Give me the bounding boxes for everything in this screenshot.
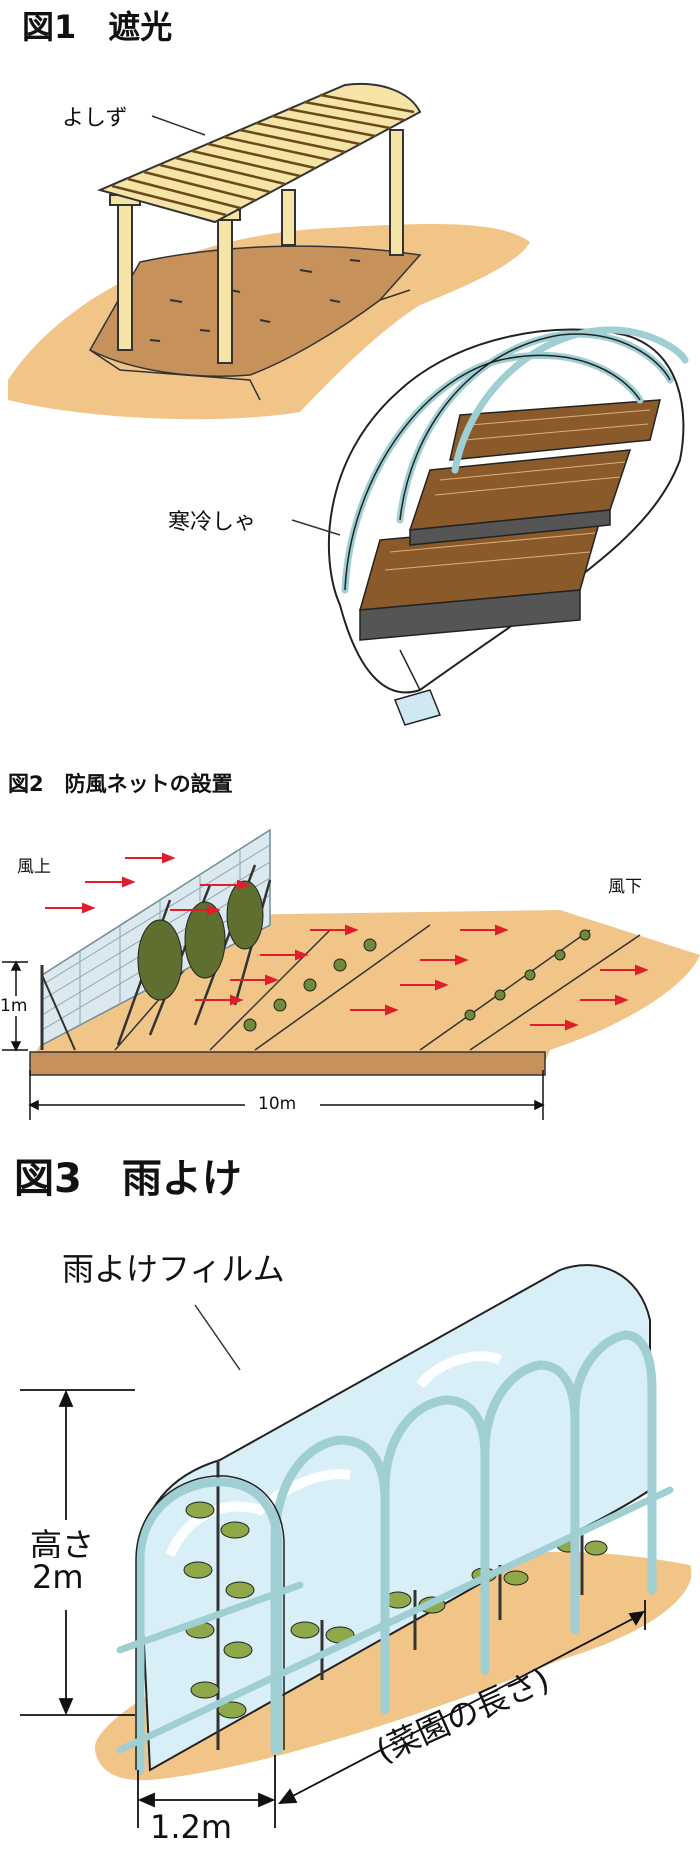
leader-yoshizu [151,115,206,136]
wind-arrow [230,974,279,986]
label-windward: 風上 [17,857,51,877]
label-net-height: 1m [0,996,28,1016]
wind-arrow [420,954,469,966]
post [389,129,404,256]
figure-1-title: 図1 遮光 [22,8,173,46]
wind-arrow [195,994,244,1006]
support-bar [116,1486,674,1754]
figure-2-illustration [2,828,700,1120]
wind-arrow [530,1019,579,1031]
label-leeward: 風下 [608,877,642,897]
post [117,199,133,351]
wind-arrow [350,1004,399,1016]
dim-line-length [284,1614,641,1801]
ground-section [29,1051,546,1076]
wind-arrow [460,924,509,936]
wind-arrow [170,904,221,916]
wind-arrow [85,876,136,888]
wind-arrow [600,964,649,976]
field-soil [94,1551,692,1781]
leader-kanreisha [291,519,341,536]
wind-arrow [200,879,251,891]
wind-arrow [310,924,359,936]
figure-3-illustration [20,1264,692,1828]
figure-2-title: 図2 防風ネットの設置 [8,772,233,796]
post [217,214,233,364]
wind-arrow [125,852,176,864]
wind-arrow [580,994,629,1006]
figure-3-title: 図3 雨よけ [14,1156,242,1202]
wind-arrow [260,949,309,961]
label-field-width: 10m [258,1094,297,1114]
support-bar [116,1581,304,1654]
hoop [451,326,689,474]
label-yoshizu: よしず [62,106,128,131]
label-rain-cover-film: 雨よけフィルム [62,1250,285,1288]
figure-1-illustration [8,82,689,726]
wind-arrow [45,902,96,914]
leader-film [194,1304,241,1371]
hoop [570,1330,657,1625]
seedling-trays [358,399,661,641]
label-kanreisha: 寒冷しゃ [168,510,257,535]
wind-arrow [400,979,449,991]
label-height-value: 2m [32,1558,84,1596]
label-width-value: 1.2m [150,1808,233,1846]
post [281,189,296,246]
cover-tie [393,689,442,726]
